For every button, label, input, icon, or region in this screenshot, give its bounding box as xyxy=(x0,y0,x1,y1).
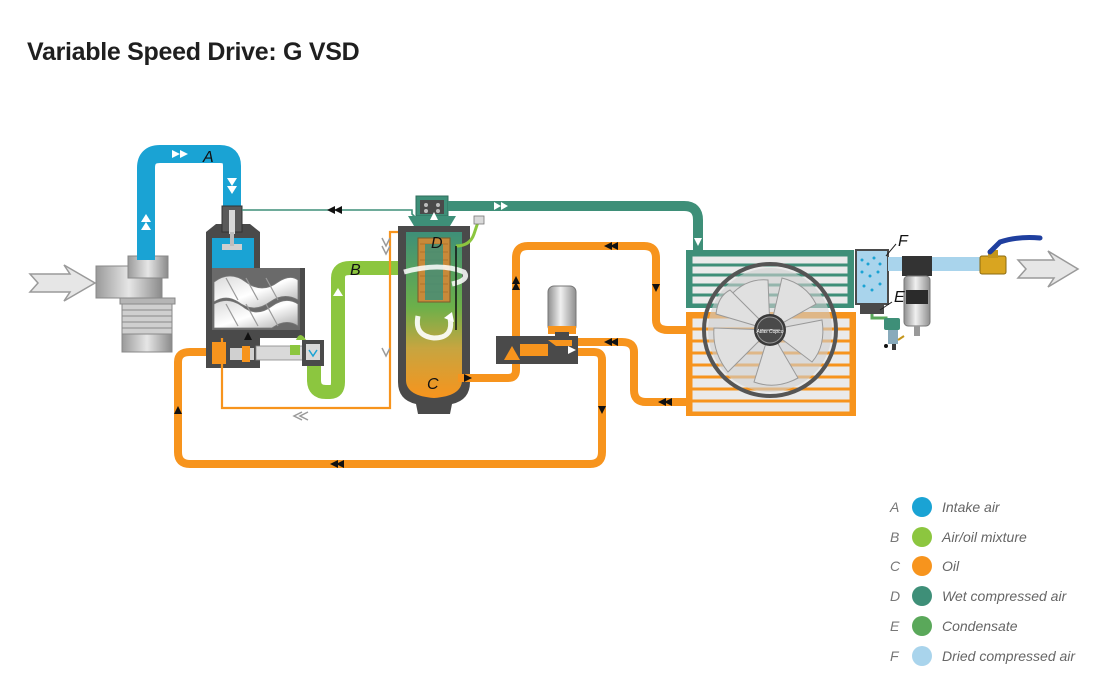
label-air-oil-mixture: B xyxy=(350,262,361,279)
legend-label: Oil xyxy=(942,558,960,575)
legend-letter: F xyxy=(890,647,899,664)
legend-swatch xyxy=(912,645,932,666)
condensate-drain xyxy=(870,314,905,350)
air-oil-mixture-pipe xyxy=(290,261,400,399)
legend-item-wet-compressed-air: D Wet compressed air xyxy=(882,581,1112,611)
label-condensate: E xyxy=(894,289,905,306)
legend-letter: A xyxy=(890,498,900,515)
legend-letter: E xyxy=(890,618,900,635)
label-dried-compressed-air: F xyxy=(898,233,909,250)
legend: A Intake air B Air/oil mixture C Oil D W… xyxy=(882,492,1112,671)
label-wet-compressed-air: D xyxy=(431,235,443,252)
intake-arrow-icon xyxy=(28,264,97,302)
label-intake-air: A xyxy=(202,149,214,166)
legend-letter: B xyxy=(890,528,900,545)
outlet-arrow-icon xyxy=(1016,250,1080,288)
valve-handle-icon[interactable] xyxy=(979,235,1043,275)
intake-air-pipe xyxy=(137,145,241,260)
oil-scavenge-line xyxy=(220,230,405,421)
legend-label: Wet compressed air xyxy=(942,588,1067,605)
intake-filter xyxy=(95,255,176,353)
fan-icon xyxy=(702,262,838,398)
legend-item-air-oil-mixture: B Air/oil mixture xyxy=(882,522,1112,552)
legend-swatch xyxy=(912,526,932,547)
legend-swatch xyxy=(912,496,932,517)
legend-letter: D xyxy=(890,588,901,605)
legend-item-dried-compressed-air: F Dried compressed air xyxy=(882,641,1112,671)
oil-separator xyxy=(398,195,485,414)
legend-item-condensate: E Condensate xyxy=(882,611,1112,641)
oil-pipes xyxy=(174,242,690,468)
legend-item-oil: C Oil xyxy=(882,552,1112,582)
legend-letter: C xyxy=(890,558,901,575)
legend-swatch xyxy=(912,586,932,607)
legend-item-intake-air: A Intake air xyxy=(882,492,1112,522)
line-filter xyxy=(902,256,932,336)
legend-swatch xyxy=(912,556,932,577)
page-title: Variable Speed Drive: G VSD xyxy=(27,38,360,66)
water-separator xyxy=(855,249,889,314)
legend-label: Intake air xyxy=(942,498,1000,515)
label-oil: C xyxy=(427,376,439,393)
thermostatic-valve xyxy=(496,285,578,364)
legend-label: Air/oil mixture xyxy=(942,528,1027,545)
screw-compressor xyxy=(206,205,305,338)
fan-brand-label: Atlas Copco xyxy=(756,329,784,335)
legend-label: Condensate xyxy=(942,618,1018,635)
legend-label: Dried compressed air xyxy=(942,647,1076,664)
wet-compressed-air-pipe xyxy=(448,201,703,250)
oil-stop-valve xyxy=(206,332,305,368)
control-line xyxy=(242,206,421,223)
legend-swatch xyxy=(912,616,932,637)
